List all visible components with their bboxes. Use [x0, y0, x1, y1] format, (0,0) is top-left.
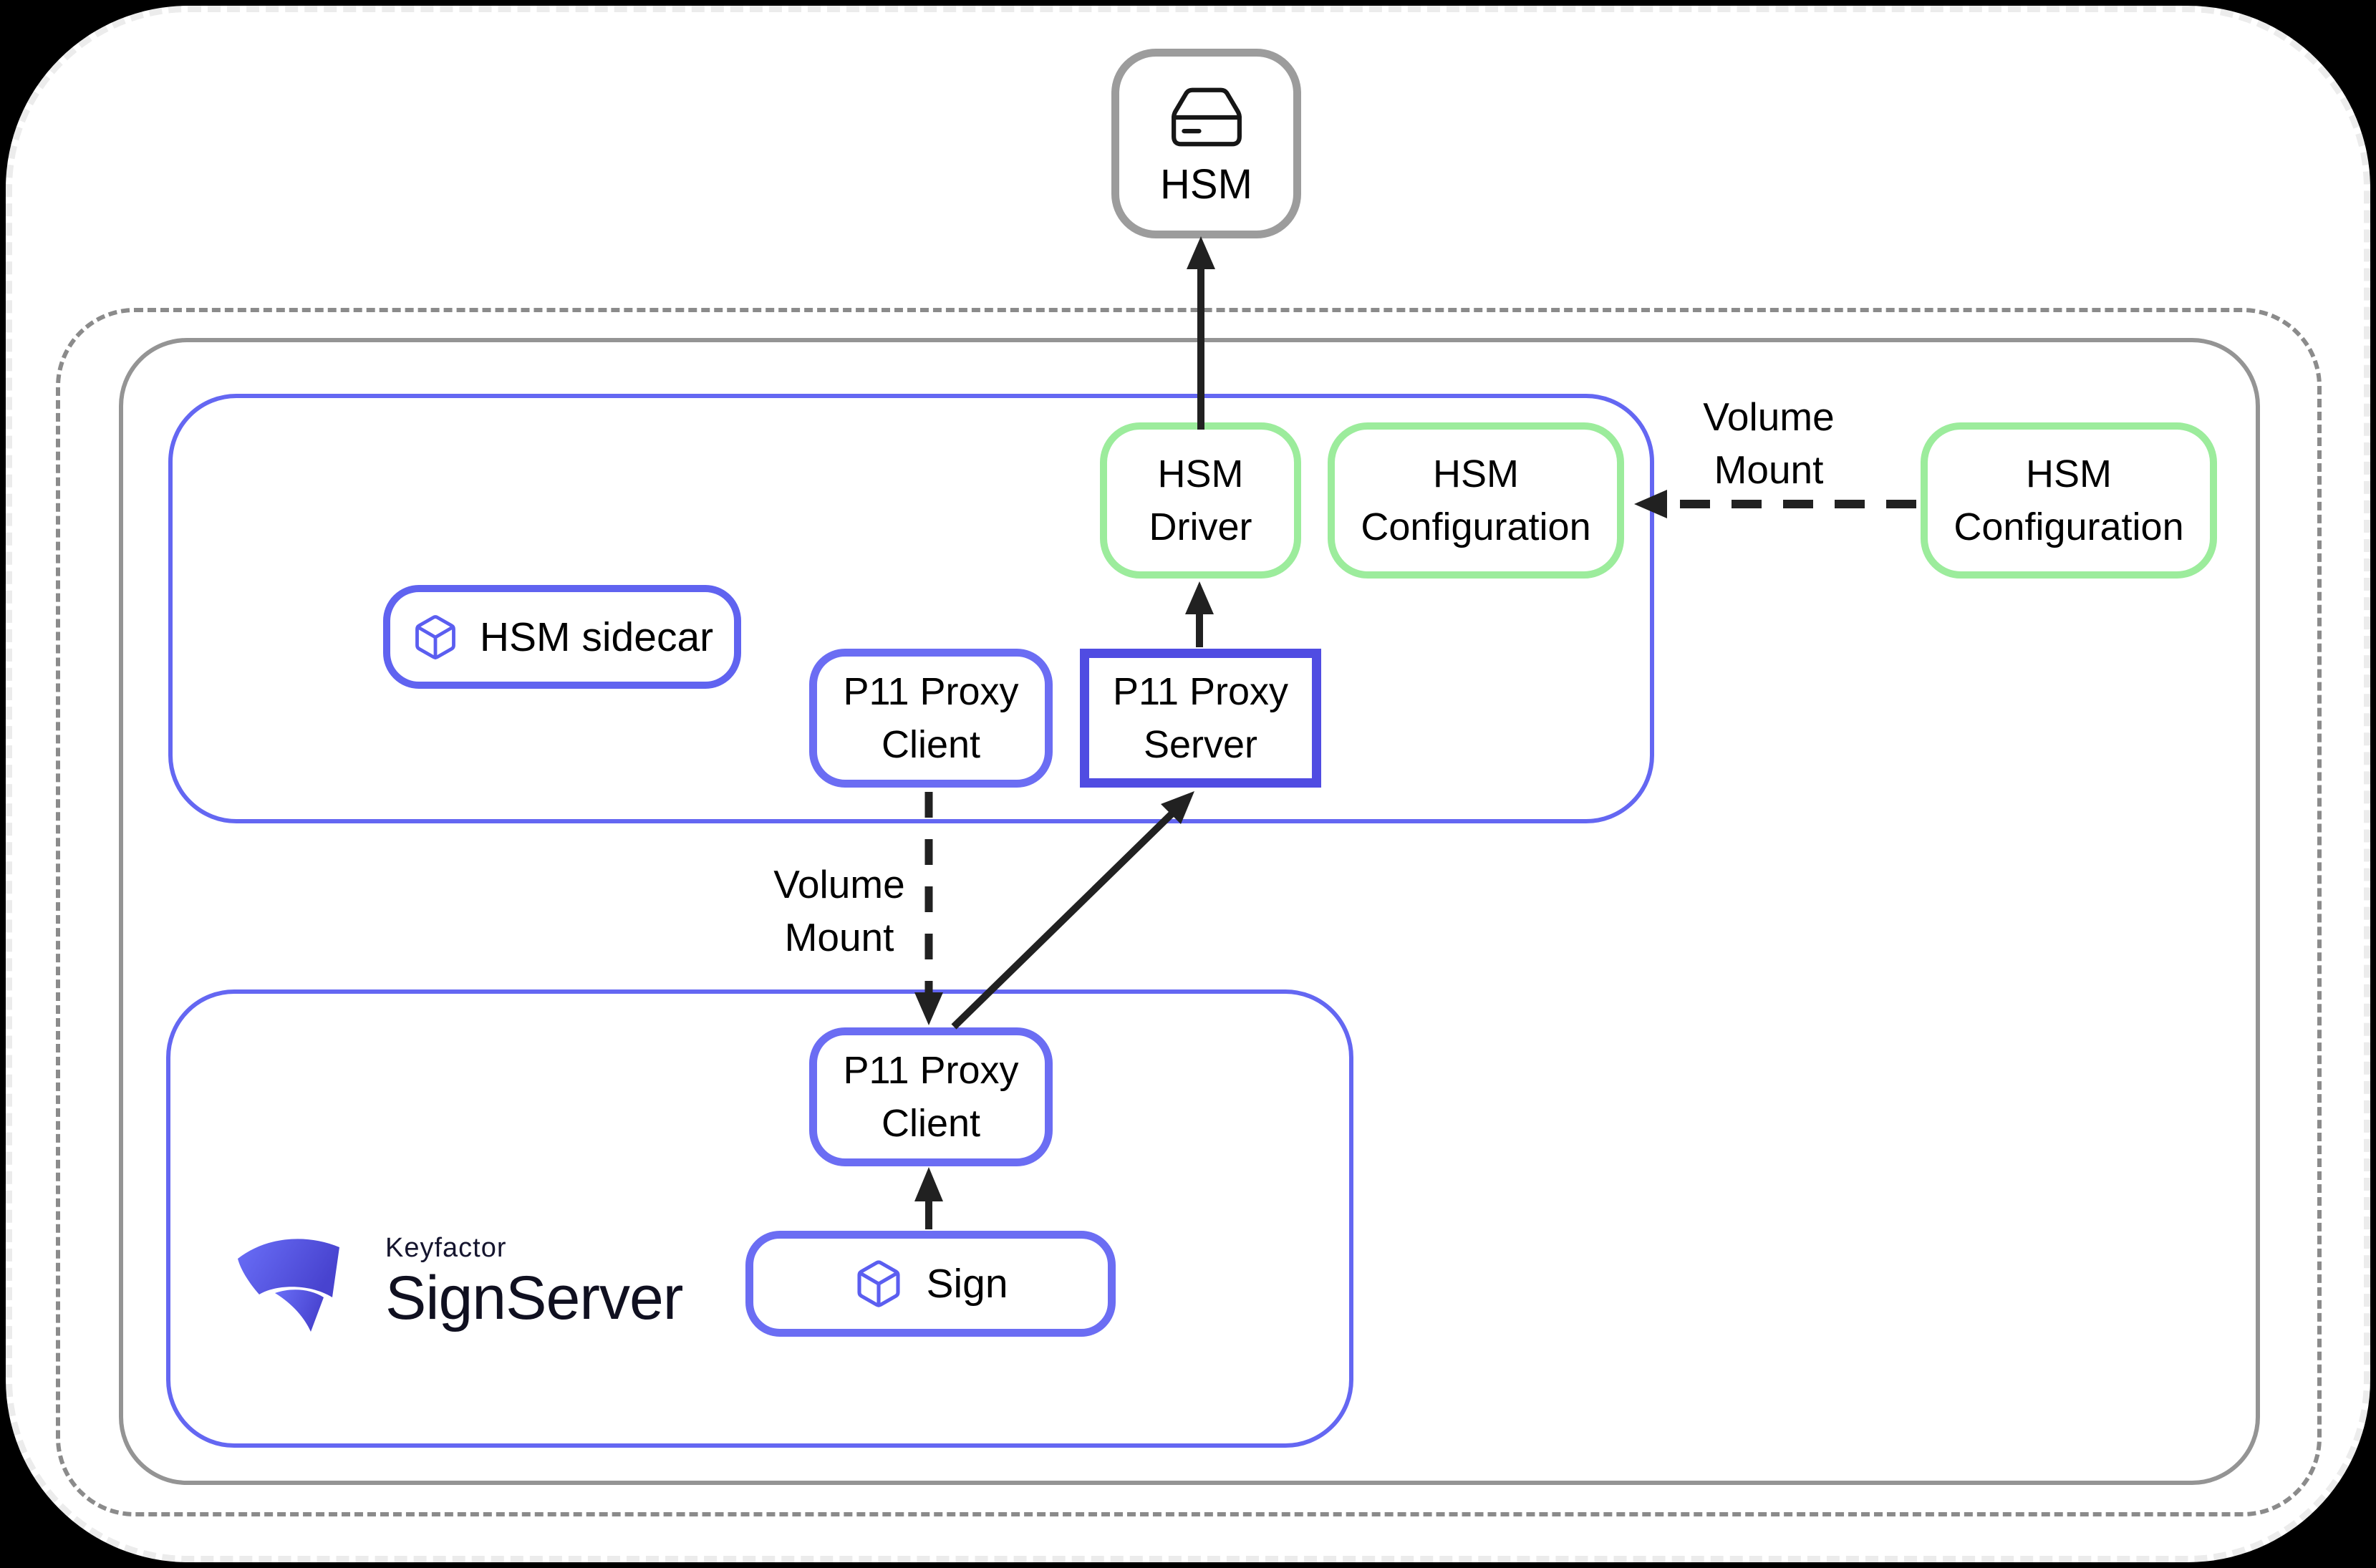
hsm-sidecar-pod-container — [168, 394, 1654, 823]
hsm-node: HSM — [1111, 49, 1301, 238]
volume-mount-label-sidecar: Volume Mount — [773, 862, 905, 959]
logo-brand-text: Keyfactor — [385, 1233, 507, 1263]
cube-icon — [415, 614, 455, 659]
cluster-solid-boundary — [119, 338, 2260, 1485]
hsm-sidecar-label: HSM sidecar — [479, 614, 714, 660]
hsm-configuration-external-node: HSM Configuration — [1921, 422, 2217, 579]
p11-proxy-client-signserver-label: P11 Proxy Client — [843, 1049, 1019, 1145]
p11-proxy-client-sidecar-node: P11 Proxy Client — [809, 649, 1053, 788]
hsm-configuration-external-label: HSM Configuration — [1954, 453, 2184, 548]
hsm-sidecar-badge: HSM sidecar — [383, 585, 741, 689]
hsm-driver-label: HSM Driver — [1149, 453, 1252, 548]
drive-icon — [1171, 87, 1242, 146]
p11-proxy-client-sidecar-label: P11 Proxy Client — [843, 670, 1019, 766]
hsm-label: HSM — [1160, 160, 1252, 208]
hsm-configuration-internal-node: HSM Configuration — [1328, 422, 1624, 579]
signserver-pod-container — [166, 989, 1353, 1448]
p11-proxy-client-signserver-node: P11 Proxy Client — [809, 1027, 1053, 1166]
cluster-dashed-boundary — [56, 308, 2322, 1516]
keyfactor-logo-icon — [238, 1239, 339, 1332]
hsm-driver-node: HSM Driver — [1100, 422, 1301, 579]
volume-mount-label-external: Volume Mount — [1703, 395, 1835, 492]
sign-badge: Sign — [745, 1231, 1116, 1337]
p11-proxy-server-node: P11 Proxy Server — [1080, 649, 1321, 788]
keyfactor-signserver-logo: Keyfactor SignServer — [231, 1227, 683, 1336]
p11-proxy-server-label: P11 Proxy Server — [1112, 670, 1289, 766]
cube-icon — [857, 1260, 901, 1307]
hsm-configuration-internal-label: HSM Configuration — [1361, 453, 1591, 548]
sign-label: Sign — [926, 1261, 1008, 1307]
logo-product-text: SignServer — [385, 1264, 683, 1332]
